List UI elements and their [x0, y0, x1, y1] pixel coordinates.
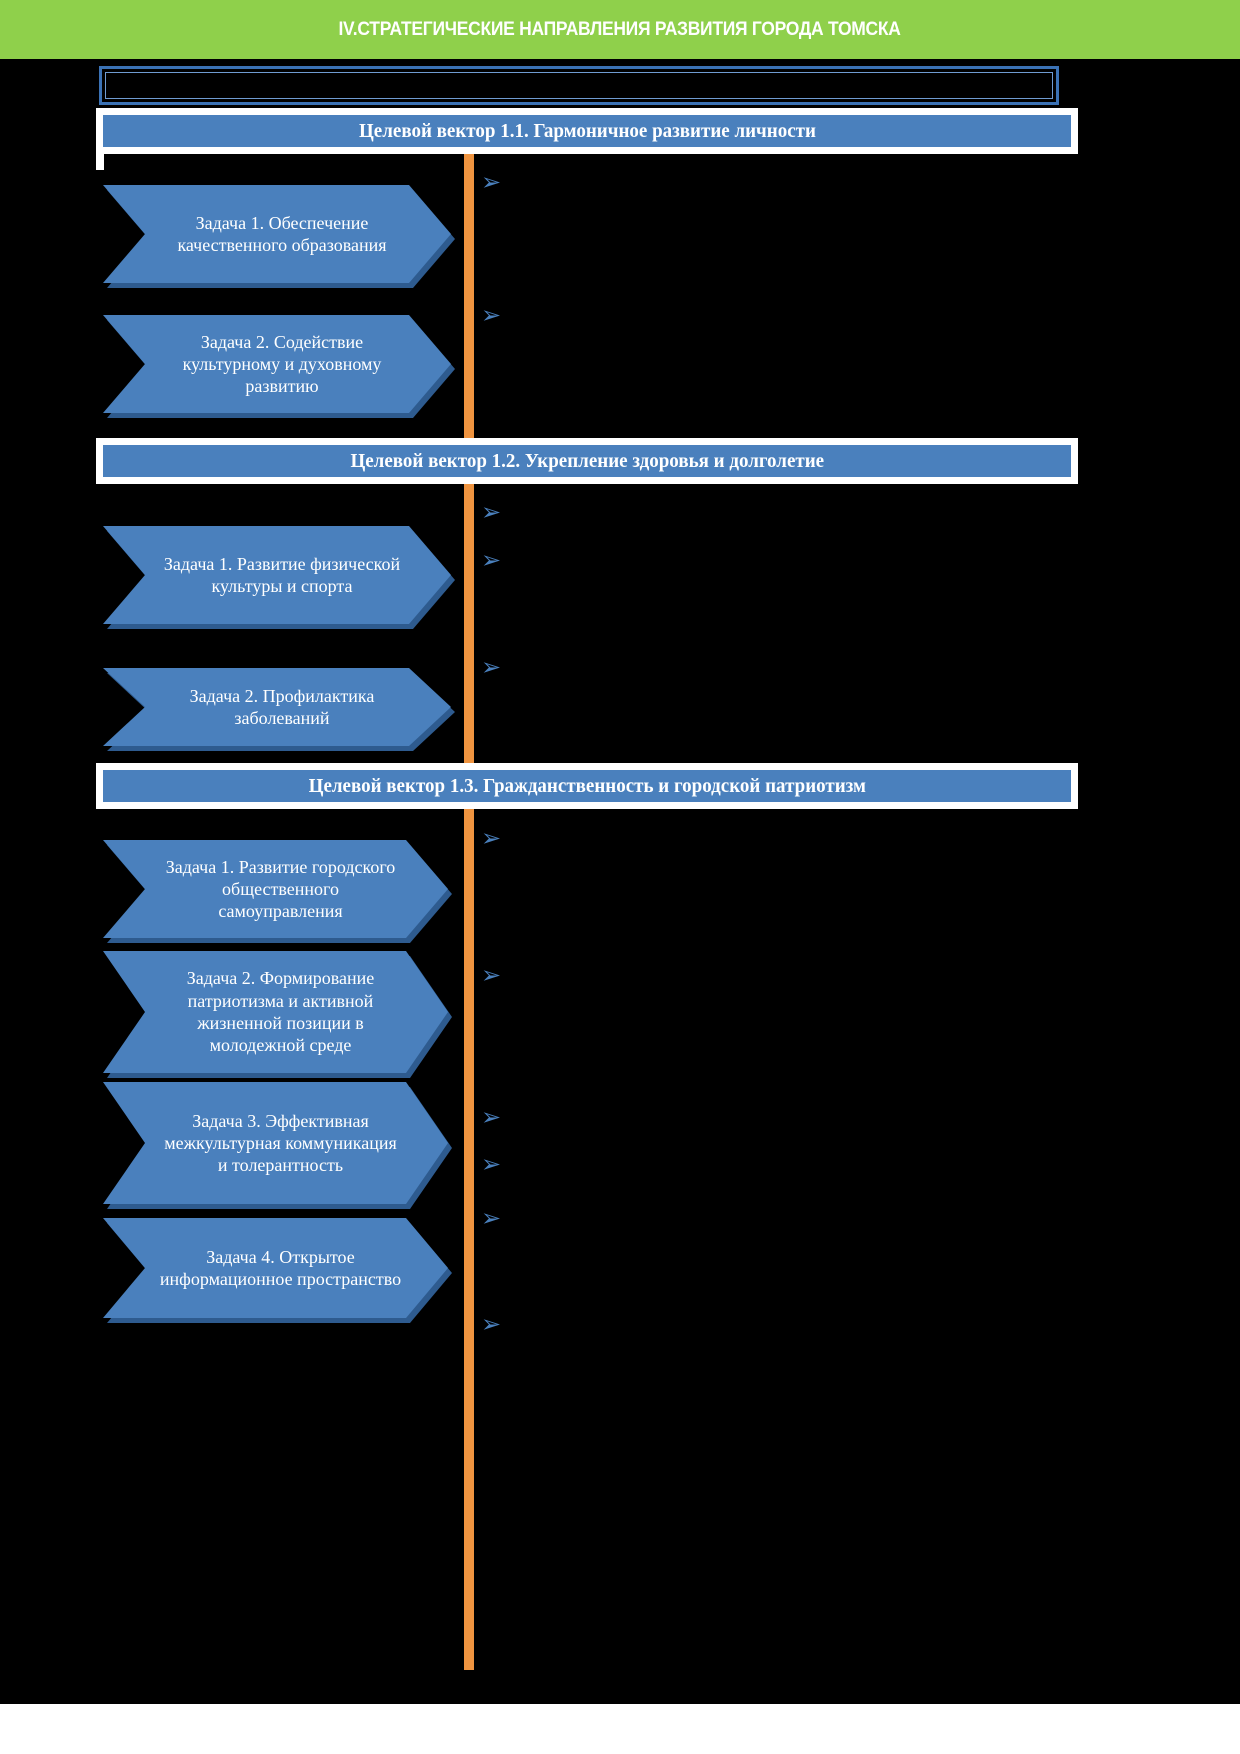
bullet-arrow-icon: ➢: [481, 653, 502, 681]
task-label: Задача 2. Профилактика заболеваний: [189, 685, 375, 728]
bullet-arrow-icon: ➢: [481, 1310, 502, 1338]
task-card-shape: Задача 2. Содействие культурному и духов…: [103, 315, 451, 413]
section-header-label: Целевой вектор 1.1. Гармоничное развитие…: [358, 119, 816, 142]
task-card-shape: Задача 1. Развитие физической культуры и…: [103, 526, 451, 624]
vertical-divider: [464, 148, 474, 1670]
section-header-vector-1-3[interactable]: Целевой вектор 1.3. Гражданственность и …: [96, 763, 1078, 809]
task-label: Задача 1. Развитие городского общественн…: [165, 856, 396, 922]
bullet-arrow-icon: ➢: [481, 961, 502, 989]
bullet-arrow-icon: ➢: [481, 546, 502, 574]
header-bar-stub: [96, 140, 104, 170]
bullet-arrow-icon: ➢: [481, 498, 502, 526]
task-card-1-2-1[interactable]: Задача 1. Развитие физической культуры и…: [103, 526, 451, 624]
task-label: Задача 1. Развитие физической культуры и…: [163, 553, 401, 596]
strategic-direction-box: [99, 66, 1059, 105]
bullet-arrow-icon: ➢: [481, 1103, 502, 1131]
section-header-label: Целевой вектор 1.2. Укрепление здоровья …: [350, 449, 824, 472]
bullet-arrow-icon: ➢: [481, 1150, 502, 1178]
task-card-shape: Задача 2. Профилактика заболеваний: [103, 668, 451, 746]
bullet-arrow-icon: ➢: [481, 824, 502, 852]
bullet-arrow-icon: ➢: [481, 301, 502, 329]
task-label: Задача 2. Содействие культурному и духов…: [182, 331, 382, 397]
slide-title-banner: IV.СТРАТЕГИЧЕСКИЕ НАПРАВЛЕНИЯ РАЗВИТИЯ Г…: [0, 0, 1240, 59]
task-label: Задача 3. Эффективная межкультурная комм…: [164, 1110, 397, 1176]
task-label: Задача 4. Открытое информационное простр…: [159, 1246, 402, 1289]
bullet-arrow-icon: ➢: [481, 168, 502, 196]
bullet-arrow-icon: ➢: [481, 1204, 502, 1232]
task-card-1-3-3[interactable]: Задача 3. Эффективная межкультурная комм…: [103, 1082, 448, 1204]
task-card-shape: Задача 1. Развитие городского общественн…: [103, 840, 448, 938]
section-header-vector-1-2[interactable]: Целевой вектор 1.2. Укрепление здоровья …: [96, 438, 1078, 484]
task-card-shape: Задача 2. Формирование патриотизма и акт…: [103, 951, 448, 1073]
task-card-1-1-1[interactable]: Задача 1. Обеспечение качественного обра…: [103, 185, 451, 283]
section-header-vector-1-1[interactable]: Целевой вектор 1.1. Гармоничное развитие…: [96, 108, 1078, 154]
task-card-shape: Задача 1. Обеспечение качественного обра…: [103, 185, 451, 283]
task-card-1-3-2[interactable]: Задача 2. Формирование патриотизма и акт…: [103, 951, 448, 1073]
task-card-shape: Задача 3. Эффективная межкультурная комм…: [103, 1082, 448, 1204]
task-card-1-3-4[interactable]: Задача 4. Открытое информационное простр…: [103, 1218, 448, 1318]
task-card-1-2-2[interactable]: Задача 2. Профилактика заболеваний: [103, 668, 451, 746]
section-header-label: Целевой вектор 1.3. Гражданственность и …: [308, 774, 866, 797]
task-label: Задача 1. Обеспечение качественного обра…: [177, 212, 387, 255]
task-card-1-1-2[interactable]: Задача 2. Содействие культурному и духов…: [103, 315, 451, 413]
task-card-shape: Задача 4. Открытое информационное простр…: [103, 1218, 448, 1318]
task-label: Задача 2. Формирование патриотизма и акт…: [186, 968, 375, 1056]
task-card-1-3-1[interactable]: Задача 1. Развитие городского общественн…: [103, 840, 448, 938]
page-title: IV.СТРАТЕГИЧЕСКИЕ НАПРАВЛЕНИЯ РАЗВИТИЯ Г…: [338, 18, 902, 40]
